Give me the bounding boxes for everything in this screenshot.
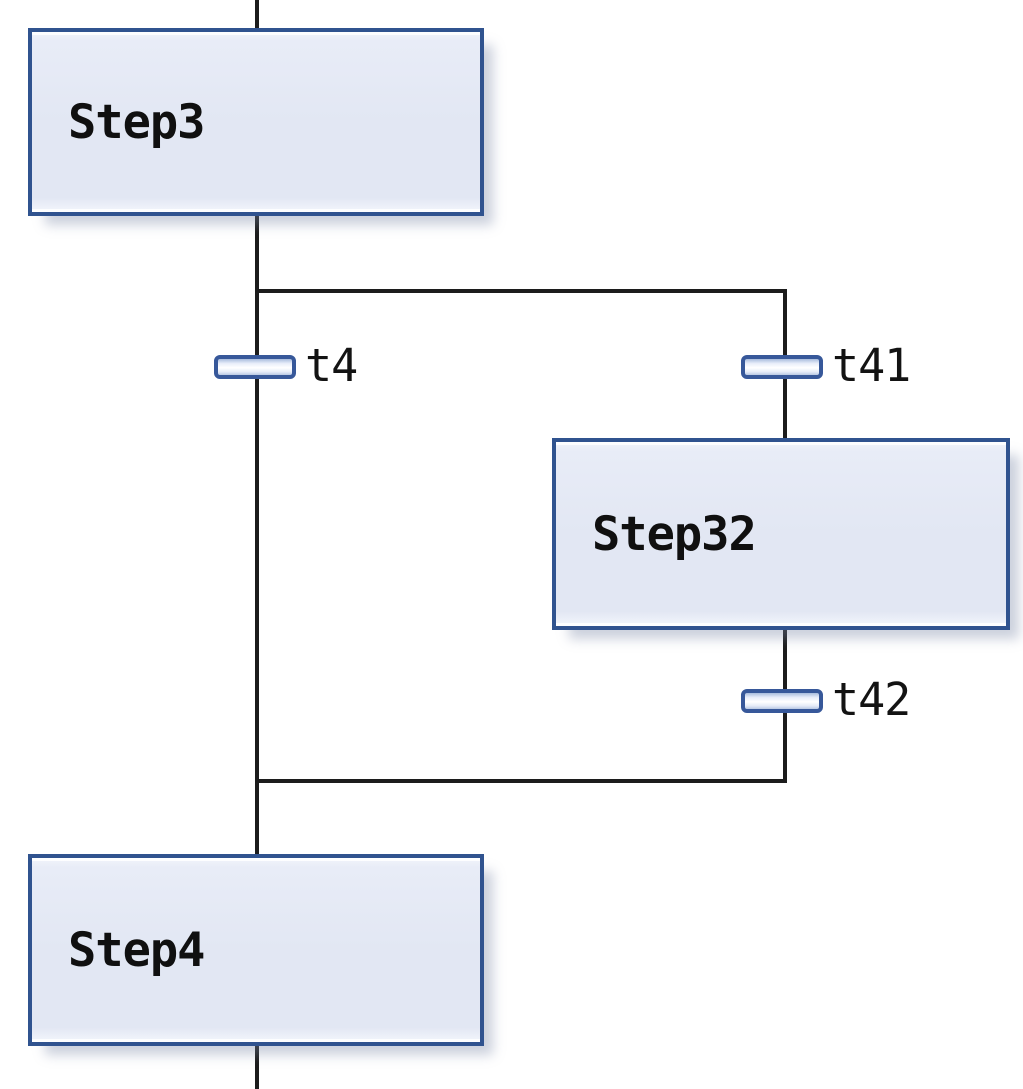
step-box-step4[interactable]: Step4 bbox=[28, 854, 484, 1046]
step-bottom-highlight bbox=[32, 1039, 480, 1042]
step-label: Step4 bbox=[68, 922, 205, 978]
step-bottom-highlight bbox=[32, 209, 480, 212]
transition-label: t42 bbox=[832, 673, 911, 726]
transition-label: t4 bbox=[305, 339, 358, 392]
transition-label: t41 bbox=[832, 339, 911, 392]
transition-bar[interactable] bbox=[214, 355, 296, 379]
transition-bar[interactable] bbox=[741, 355, 823, 379]
step-label: Step32 bbox=[592, 506, 757, 562]
step-box-step32[interactable]: Step32 bbox=[552, 438, 1010, 630]
step-box-step3[interactable]: Step3 bbox=[28, 28, 484, 216]
link-branch-top bbox=[255, 289, 787, 293]
transition-bar[interactable] bbox=[741, 689, 823, 713]
link-in-top bbox=[255, 0, 259, 30]
step-label: Step3 bbox=[68, 94, 205, 150]
link-out-bottom bbox=[255, 1044, 259, 1089]
step-top-highlight bbox=[32, 858, 480, 861]
link-step3-down bbox=[255, 216, 259, 854]
step-bottom-highlight bbox=[556, 623, 1006, 626]
step-top-highlight bbox=[32, 32, 480, 35]
step-top-highlight bbox=[556, 442, 1006, 445]
link-branch-bottom bbox=[255, 779, 787, 783]
